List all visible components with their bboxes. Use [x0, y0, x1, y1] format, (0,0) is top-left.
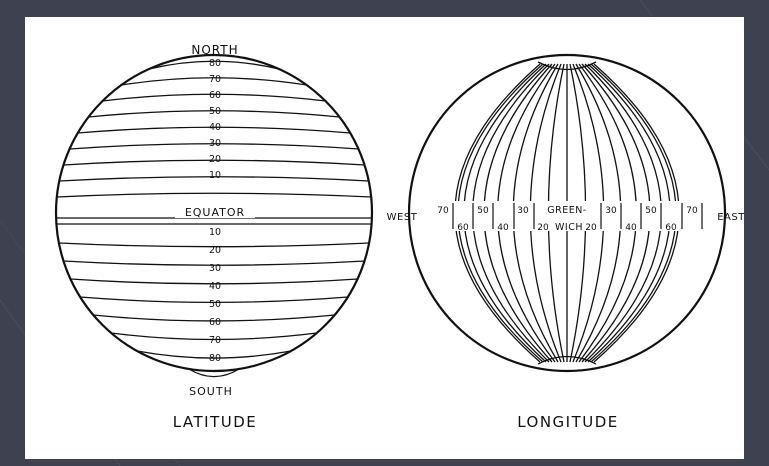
- latitude-globe: 80 70 60 50 40 30 20 10 10 20 30 40 50 60 70 80 EQUATOR…: [56, 43, 372, 431]
- latitude-value-north: 50: [209, 106, 221, 117]
- west-label: WEST: [387, 212, 418, 223]
- east-label: EAST: [717, 212, 744, 223]
- longitude-value-west: 40: [497, 223, 509, 233]
- latitude-value-south: 20: [209, 245, 221, 256]
- longitude-value-east: 60: [665, 223, 677, 233]
- longitude-value-east: 40: [625, 223, 637, 233]
- latitude-longitude-diagram: 80 70 60 50 40 30 20 10 10 20 30 40 50 60 70 80 EQUATOR…: [25, 17, 744, 459]
- latitude-caption: LATITUDE: [173, 413, 258, 431]
- longitude-caption: LONGITUDE: [517, 413, 619, 431]
- longitude-value-west: 70: [437, 206, 449, 216]
- longitude-value-west: 50: [477, 206, 489, 216]
- latitude-value-south: 10: [209, 227, 221, 238]
- longitude-value-west: 20: [537, 223, 549, 233]
- north-label: NORTH: [191, 43, 238, 57]
- equator-label: EQUATOR: [185, 206, 245, 219]
- longitude-value-east: 70: [686, 206, 698, 216]
- latitude-value-south: 40: [209, 281, 221, 292]
- longitude-value-west: 60: [457, 223, 469, 233]
- south-label: SOUTH: [189, 385, 233, 398]
- parallel-line: [57, 193, 371, 197]
- latitude-value-north: 30: [209, 138, 221, 149]
- latitude-value-south: 70: [209, 335, 221, 346]
- latitude-value-south: 60: [209, 317, 221, 328]
- latitude-value-south: 50: [209, 299, 221, 310]
- latitude-value-north: 20: [209, 154, 221, 165]
- longitude-value-east: 30: [605, 206, 617, 216]
- greenwich-label-bottom: WICH: [555, 222, 583, 233]
- longitude-value-east: 50: [645, 206, 657, 216]
- longitude-value-east: 20: [585, 223, 597, 233]
- latitude-value-north: 80: [209, 58, 221, 69]
- latitude-value-south: 30: [209, 263, 221, 274]
- longitude-value-west: 30: [517, 206, 529, 216]
- greenwich-label-top: GREEN-: [547, 205, 587, 216]
- diagram-panel: 80 70 60 50 40 30 20 10 10 20 30 40 50 60 70 80 EQUATOR…: [25, 17, 744, 459]
- longitude-globe: 70 50 30 60 40 20 30 50 70 20 40 60 WEST EAST GREEN…: [387, 55, 744, 431]
- latitude-value-north: 60: [209, 90, 221, 101]
- latitude-value-north: 70: [209, 74, 221, 85]
- latitude-value-north: 40: [209, 122, 221, 133]
- latitude-value-north: 10: [209, 170, 221, 181]
- latitude-value-south: 80: [209, 353, 221, 364]
